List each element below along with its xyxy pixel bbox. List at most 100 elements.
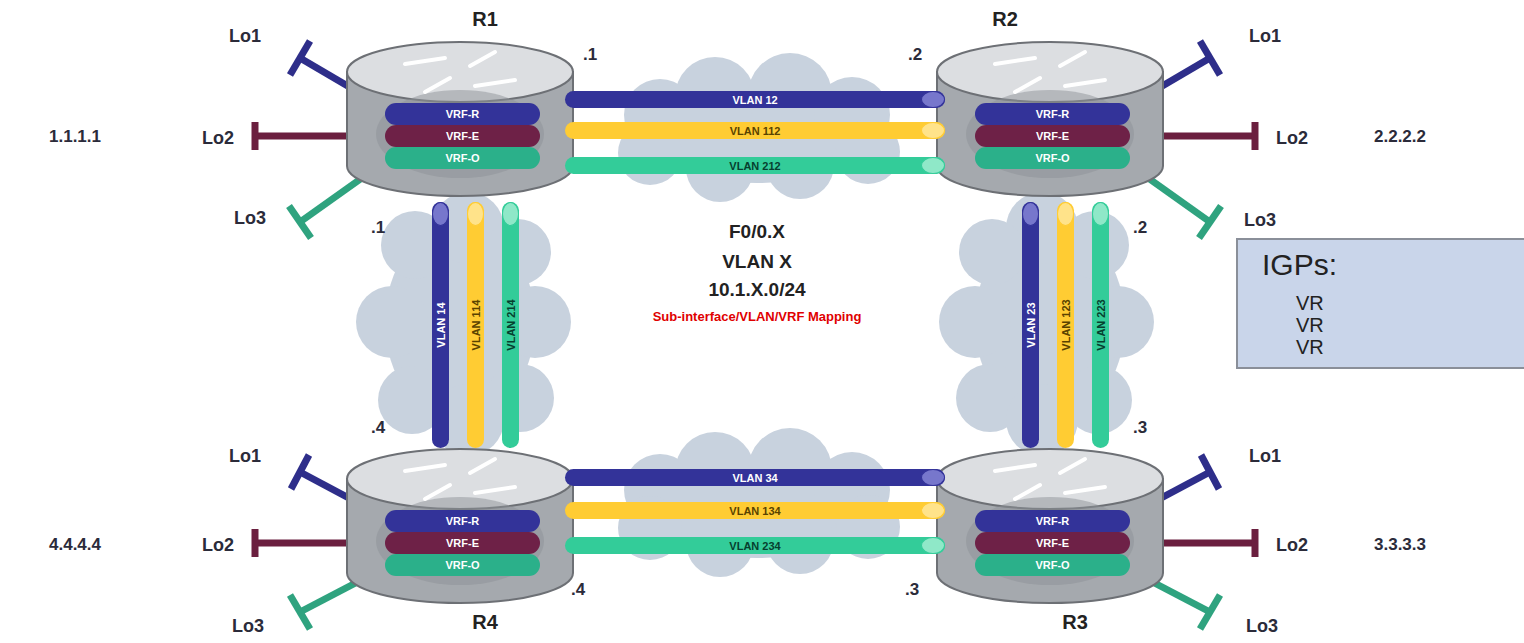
- vrf-name: VRF-O: [445, 559, 479, 571]
- host-address: .2: [1133, 218, 1147, 238]
- loopback-name: Lo2: [1276, 535, 1308, 556]
- router-name: R2: [992, 8, 1018, 31]
- vlan-link: VLAN 212: [565, 157, 945, 174]
- vlan-link: VLAN 23: [1022, 202, 1039, 448]
- loopback-name: Lo1: [229, 446, 261, 467]
- box-line: VR: [1296, 336, 1324, 359]
- host-address: .3: [1133, 418, 1147, 438]
- link-cap: [921, 157, 945, 174]
- vrf-name: VRF-O: [1035, 559, 1069, 571]
- link-cap: [921, 122, 945, 139]
- vrf-name: VRF-R: [1036, 108, 1070, 120]
- link-cap: [1057, 202, 1074, 226]
- vlan-link: VLAN 123: [1057, 202, 1074, 448]
- vlan-name: VLAN 223: [1095, 299, 1107, 350]
- router-id: 1.1.1.1: [49, 127, 101, 147]
- vlan-link: VLAN 14: [432, 202, 449, 448]
- host-address: .3: [905, 580, 919, 600]
- vlan-link: VLAN 112: [565, 122, 945, 139]
- vrf-band: VRF-O: [975, 147, 1130, 169]
- mapping-note: 10.1.X.0/24: [708, 279, 805, 301]
- vrf-name: VRF-E: [446, 537, 479, 549]
- loopback-name: Lo2: [202, 128, 234, 149]
- router: R1VRF-RVRF-EVRF-O: [345, 38, 575, 198]
- host-address: .4: [571, 580, 585, 600]
- vrf-band: VRF-R: [975, 510, 1130, 532]
- box-line: VR: [1296, 292, 1324, 315]
- host-address: .4: [371, 418, 385, 438]
- igp-box: IGPs:VRVRVR: [1236, 238, 1524, 369]
- vlan-link: VLAN 214: [502, 202, 519, 448]
- vrf-name: VRF-O: [445, 152, 479, 164]
- loopback-name: Lo1: [1249, 26, 1281, 47]
- vrf-name: VRF-R: [1036, 515, 1070, 527]
- vlan-name: VLAN 112: [730, 125, 781, 137]
- vlan-name: VLAN 114: [470, 300, 482, 351]
- link-cap: [921, 469, 945, 486]
- vlan-link: VLAN 134: [565, 502, 945, 519]
- vlan-name: VLAN 12: [732, 94, 777, 106]
- link-cap: [502, 202, 519, 226]
- vlan-name: VLAN 14: [435, 302, 447, 347]
- link-cap: [921, 537, 945, 554]
- router-id: 2.2.2.2: [1374, 127, 1426, 147]
- router-name: R3: [1062, 611, 1088, 634]
- vlan-link: VLAN 34: [565, 469, 945, 486]
- vrf-band: VRF-E: [975, 125, 1130, 147]
- box-heading: IGPs:: [1262, 248, 1337, 282]
- vlan-name: VLAN 214: [505, 299, 517, 350]
- vrf-band: VRF-O: [385, 554, 540, 576]
- vrf-band: VRF-E: [385, 532, 540, 554]
- vrf-band: VRF-E: [975, 532, 1130, 554]
- vlan-link: VLAN 12: [565, 91, 945, 108]
- loopback-name: Lo3: [234, 208, 266, 229]
- loopback-name: Lo2: [202, 535, 234, 556]
- vrf-band: VRF-R: [385, 510, 540, 532]
- router: R4VRF-RVRF-EVRF-O: [345, 445, 575, 605]
- link-cap: [467, 202, 484, 226]
- link-cap: [432, 202, 449, 226]
- vlan-name: VLAN 234: [729, 540, 780, 552]
- router-name: R1: [472, 8, 498, 31]
- link-cap: [1022, 202, 1039, 226]
- link-cap: [1092, 202, 1109, 226]
- vrf-name: VRF-E: [1036, 537, 1069, 549]
- mapping-note: Sub-interface/VLAN/VRF Mapping: [653, 309, 862, 324]
- vrf-name: VRF-R: [446, 515, 480, 527]
- vrf-band: VRF-R: [975, 103, 1130, 125]
- loopback-name: Lo2: [1276, 128, 1308, 149]
- router: R3VRF-RVRF-EVRF-O: [935, 445, 1165, 605]
- vrf-band: VRF-R: [385, 103, 540, 125]
- vrf-name: VRF-E: [446, 130, 479, 142]
- mapping-note: F0/0.X: [729, 221, 785, 243]
- link-cap: [921, 91, 945, 108]
- vrf-name: VRF-R: [446, 108, 480, 120]
- vlan-link: VLAN 234: [565, 537, 945, 554]
- loopback-name: Lo3: [1244, 210, 1276, 231]
- vrf-band: VRF-E: [385, 125, 540, 147]
- host-address: .1: [583, 45, 597, 65]
- loopback-name: Lo1: [229, 26, 261, 47]
- vrf-name: VRF-O: [1035, 152, 1069, 164]
- router: R2VRF-RVRF-EVRF-O: [935, 38, 1165, 198]
- vlan-name: VLAN 134: [729, 505, 780, 517]
- vlan-name: VLAN 23: [1025, 302, 1037, 347]
- mapping-note: VLAN X: [722, 251, 792, 273]
- loopback-name: Lo3: [1246, 616, 1278, 637]
- router-id: 4.4.4.4: [49, 535, 101, 555]
- box-line: VR: [1296, 314, 1324, 337]
- router-id: 3.3.3.3: [1374, 535, 1426, 555]
- host-address: .1: [371, 218, 385, 238]
- loopback-name: Lo3: [232, 616, 264, 637]
- host-address: .2: [908, 45, 922, 65]
- vlan-link: VLAN 114: [467, 202, 484, 448]
- loopback-name: Lo1: [1249, 446, 1281, 467]
- vlan-link: VLAN 223: [1092, 202, 1109, 448]
- vlan-name: VLAN 123: [1060, 299, 1072, 350]
- router-name: R4: [472, 611, 498, 634]
- vrf-band: VRF-O: [385, 147, 540, 169]
- link-cap: [921, 502, 945, 519]
- vrf-band: VRF-O: [975, 554, 1130, 576]
- vlan-name: VLAN 34: [732, 472, 777, 484]
